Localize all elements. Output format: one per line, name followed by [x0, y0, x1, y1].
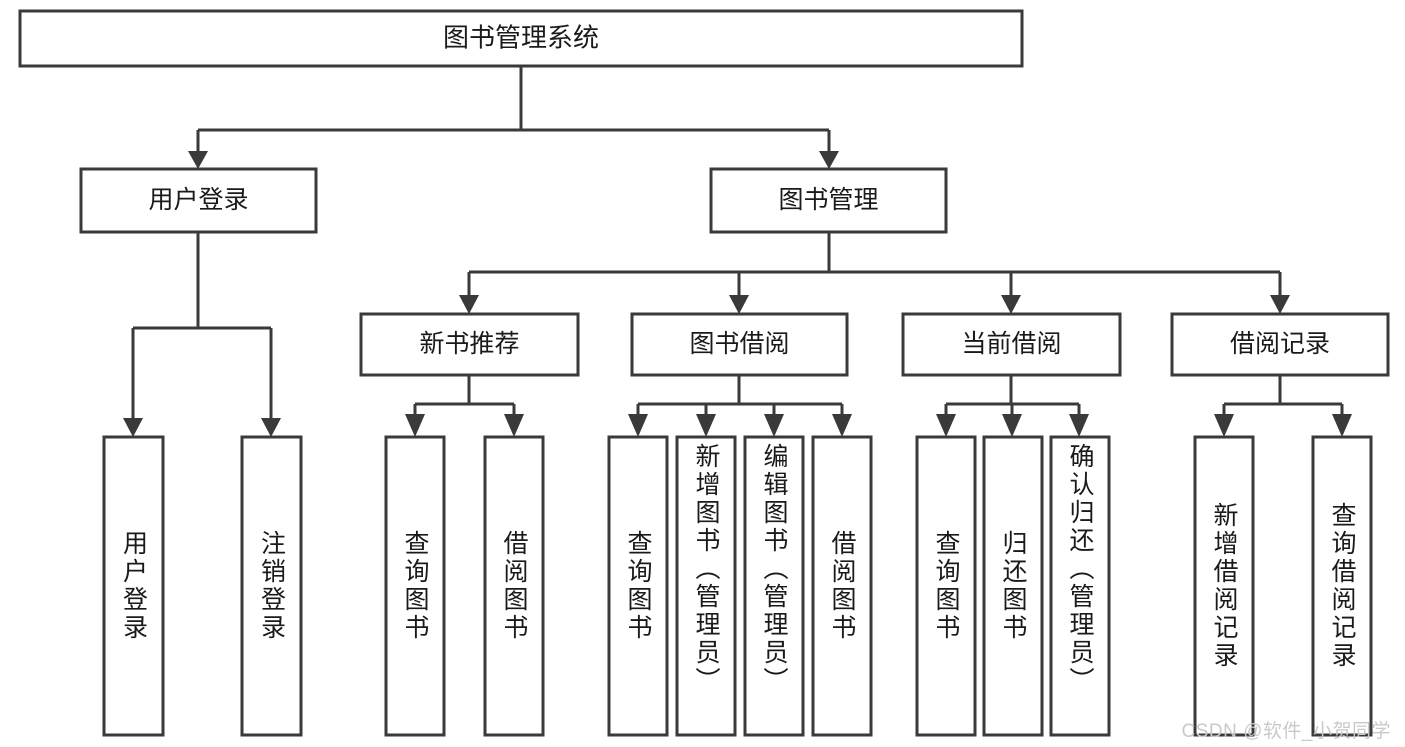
node-borrow-record-box[interactable]	[1170, 312, 1390, 377]
node-book-management-box[interactable]	[709, 167, 948, 234]
leaf-add-book-box[interactable]	[675, 435, 737, 737]
node-new-book-recommend-box[interactable]	[359, 312, 580, 377]
arrowhead-leaf-borrow-book-1	[504, 414, 524, 437]
arrowhead-leaf-user-login	[123, 418, 143, 437]
arrowhead-leaf-query-book-2	[628, 414, 648, 437]
node-root-box[interactable]	[18, 9, 1024, 68]
leaf-query-record-box[interactable]	[1311, 435, 1373, 737]
leaf-confirm-return-box[interactable]	[1049, 435, 1111, 737]
csdn-watermark: CSDN @软件_小贺同学	[1181, 721, 1391, 742]
arrowhead-current-borrow	[1001, 295, 1021, 314]
arrowhead-leaf-query-record	[1332, 414, 1352, 437]
node-root-label: 图书管理系统	[443, 22, 599, 52]
arrowhead-leaf-return-book	[1002, 414, 1022, 437]
arrowhead-leaf-add-book	[696, 414, 716, 437]
node-book-management-label: 图书管理	[778, 186, 878, 214]
node-current-borrow-label: 当前借阅	[961, 330, 1061, 358]
arrowhead-leaf-confirm-return	[1069, 414, 1089, 437]
leaf-box-group	[102, 435, 1373, 737]
leaf-add-record-box[interactable]	[1193, 435, 1255, 737]
node-book-borrow[interactable]: 图书借阅	[630, 312, 849, 377]
arrowhead-user-login	[188, 151, 208, 169]
node-user-login-box[interactable]	[79, 167, 318, 234]
node-new-book-recommend[interactable]: 新书推荐	[359, 312, 580, 377]
leaf-query-book-2-box[interactable]	[607, 435, 669, 737]
arrowhead-leaf-edit-book	[764, 414, 784, 437]
leaf-edit-book-box[interactable]	[743, 435, 805, 737]
arrowhead-book-borrow	[729, 295, 749, 314]
node-borrow-record[interactable]: 借阅记录	[1170, 312, 1390, 377]
leaf-borrow-book-1-box[interactable]	[483, 435, 545, 737]
leaf-query-book-3-box[interactable]	[915, 435, 977, 737]
arrowhead-book-management	[819, 151, 839, 169]
arrowhead-leaf-logout	[261, 418, 281, 437]
node-user-login[interactable]: 用户登录	[79, 167, 318, 234]
arrowhead-leaf-borrow-book-2	[832, 414, 852, 437]
leaf-query-book-1-box[interactable]	[384, 435, 446, 737]
edge-group	[123, 66, 1352, 437]
leaf-return-book-box[interactable]	[982, 435, 1044, 737]
node-root[interactable]: 图书管理系统	[18, 9, 1024, 68]
arrowhead-leaf-query-book-1	[405, 414, 425, 437]
leaf-user-login-box[interactable]	[102, 435, 165, 737]
arrowhead-leaf-add-record	[1214, 414, 1234, 437]
node-borrow-record-label: 借阅记录	[1230, 330, 1330, 358]
node-current-borrow-box[interactable]	[901, 312, 1122, 377]
node-book-management[interactable]: 图书管理	[709, 167, 948, 234]
node-book-borrow-box[interactable]	[630, 312, 849, 377]
leaf-borrow-book-2-box[interactable]	[811, 435, 873, 737]
node-new-book-recommend-label: 新书推荐	[419, 330, 519, 358]
leaf-logout-box[interactable]	[240, 435, 303, 737]
node-current-borrow[interactable]: 当前借阅	[901, 312, 1122, 377]
node-user-login-label: 用户登录	[148, 186, 248, 214]
arrowhead-leaf-query-book-3	[936, 414, 956, 437]
node-book-borrow-label: 图书借阅	[689, 330, 789, 358]
arrowhead-borrow-record	[1270, 295, 1290, 314]
arrowhead-new-book-recommend	[459, 295, 479, 314]
